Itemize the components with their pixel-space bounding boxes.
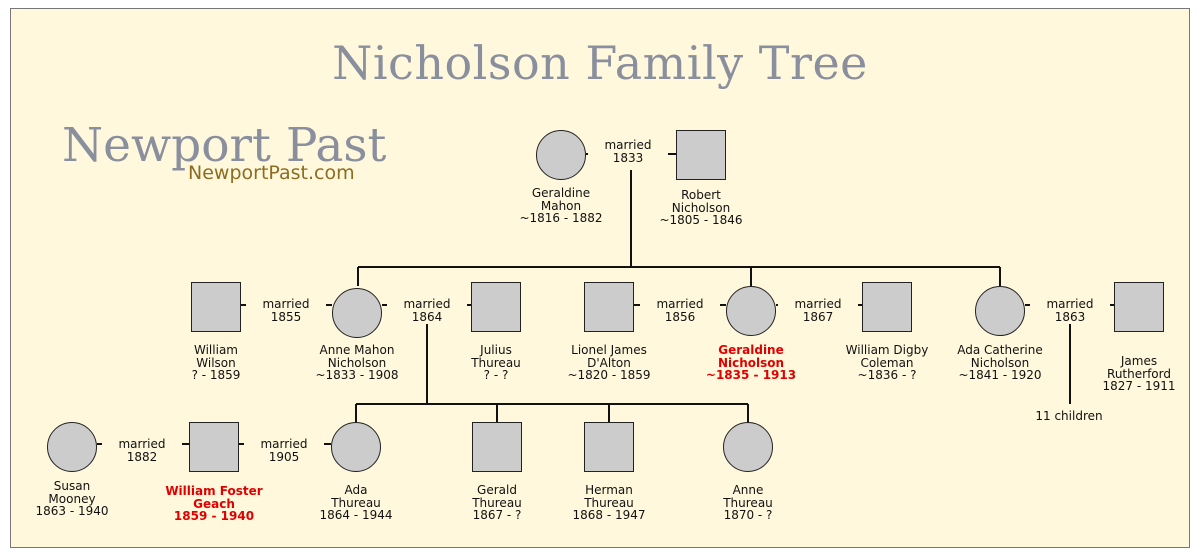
- person-label: Susan Mooney 1863 - 1940: [35, 479, 109, 518]
- person-label: Lionel James D'Alton ~1820 - 1859: [567, 343, 651, 382]
- person-label: Ada Catherine Nicholson ~1841 - 1920: [957, 343, 1043, 382]
- marriage-year: 1864: [411, 309, 443, 324]
- person-node-male: [584, 282, 634, 332]
- person-node-male: [471, 282, 521, 332]
- person-node-male: [676, 130, 726, 180]
- marriage-word: married: [794, 297, 842, 311]
- person-label: William Digby Coleman ~1836 - ?: [845, 343, 929, 382]
- diagram-title: Nicholson Family Tree: [332, 36, 868, 90]
- person-node-female: [726, 286, 776, 336]
- person-node-female: [332, 288, 382, 338]
- person-node-female: [331, 422, 381, 472]
- person-label: Ada Thureau 1864 - 1944: [319, 483, 393, 522]
- brand-url-link[interactable]: NewportPast.com: [188, 162, 355, 184]
- person-label: Geraldine Mahon ~1816 - 1882: [519, 186, 603, 225]
- person-node-male: [189, 422, 239, 472]
- marriage-word: married: [604, 138, 652, 152]
- person-label-highlighted: Geraldine Nicholson ~1835 - 1913: [705, 343, 797, 382]
- person-label: Gerald Thureau 1867 - ?: [472, 483, 522, 522]
- marriage-year: 1867: [802, 309, 834, 324]
- person-node-male: [584, 422, 634, 472]
- person-label: Herman Thureau 1868 - 1947: [572, 483, 646, 522]
- marriage-word: married: [656, 297, 704, 311]
- marriage-word: married: [403, 297, 451, 311]
- marriage-word: married: [1046, 297, 1094, 311]
- marriage-year: 1882: [126, 449, 158, 464]
- person-node-female: [975, 286, 1025, 336]
- person-node-male: [472, 422, 522, 472]
- person-label: Julius Thureau ? - ?: [471, 343, 521, 382]
- marriage-year: 1863: [1054, 309, 1086, 324]
- person-label: James Rutherford 1827 - 1911: [1102, 354, 1176, 393]
- person-node-male: [862, 282, 912, 332]
- marriage-year: 1856: [664, 309, 696, 324]
- children-note: 11 children: [1035, 409, 1103, 423]
- person-node-male: [1114, 282, 1164, 332]
- person-node-female: [47, 422, 97, 472]
- marriage-year: 1833: [612, 150, 644, 165]
- person-label: Anne Mahon Nicholson ~1833 - 1908: [315, 343, 399, 382]
- brand-name: Newport Past: [62, 118, 387, 173]
- person-node-male: [191, 282, 241, 332]
- person-node-female: [723, 422, 773, 472]
- marriage-word: married: [262, 297, 310, 311]
- marriage-year: 1855: [270, 309, 302, 324]
- person-label: William Wilson ? - 1859: [191, 343, 241, 382]
- person-label: Robert Nicholson ~1805 - 1846: [659, 188, 743, 227]
- marriage-word: married: [118, 437, 166, 451]
- person-label: Anne Thureau 1870 - ?: [723, 483, 773, 522]
- marriage-year: 1905: [268, 449, 300, 464]
- person-label-highlighted: William Foster Geach 1859 - 1940: [165, 484, 263, 523]
- person-node-female: [536, 130, 586, 180]
- marriage-word: married: [260, 437, 308, 451]
